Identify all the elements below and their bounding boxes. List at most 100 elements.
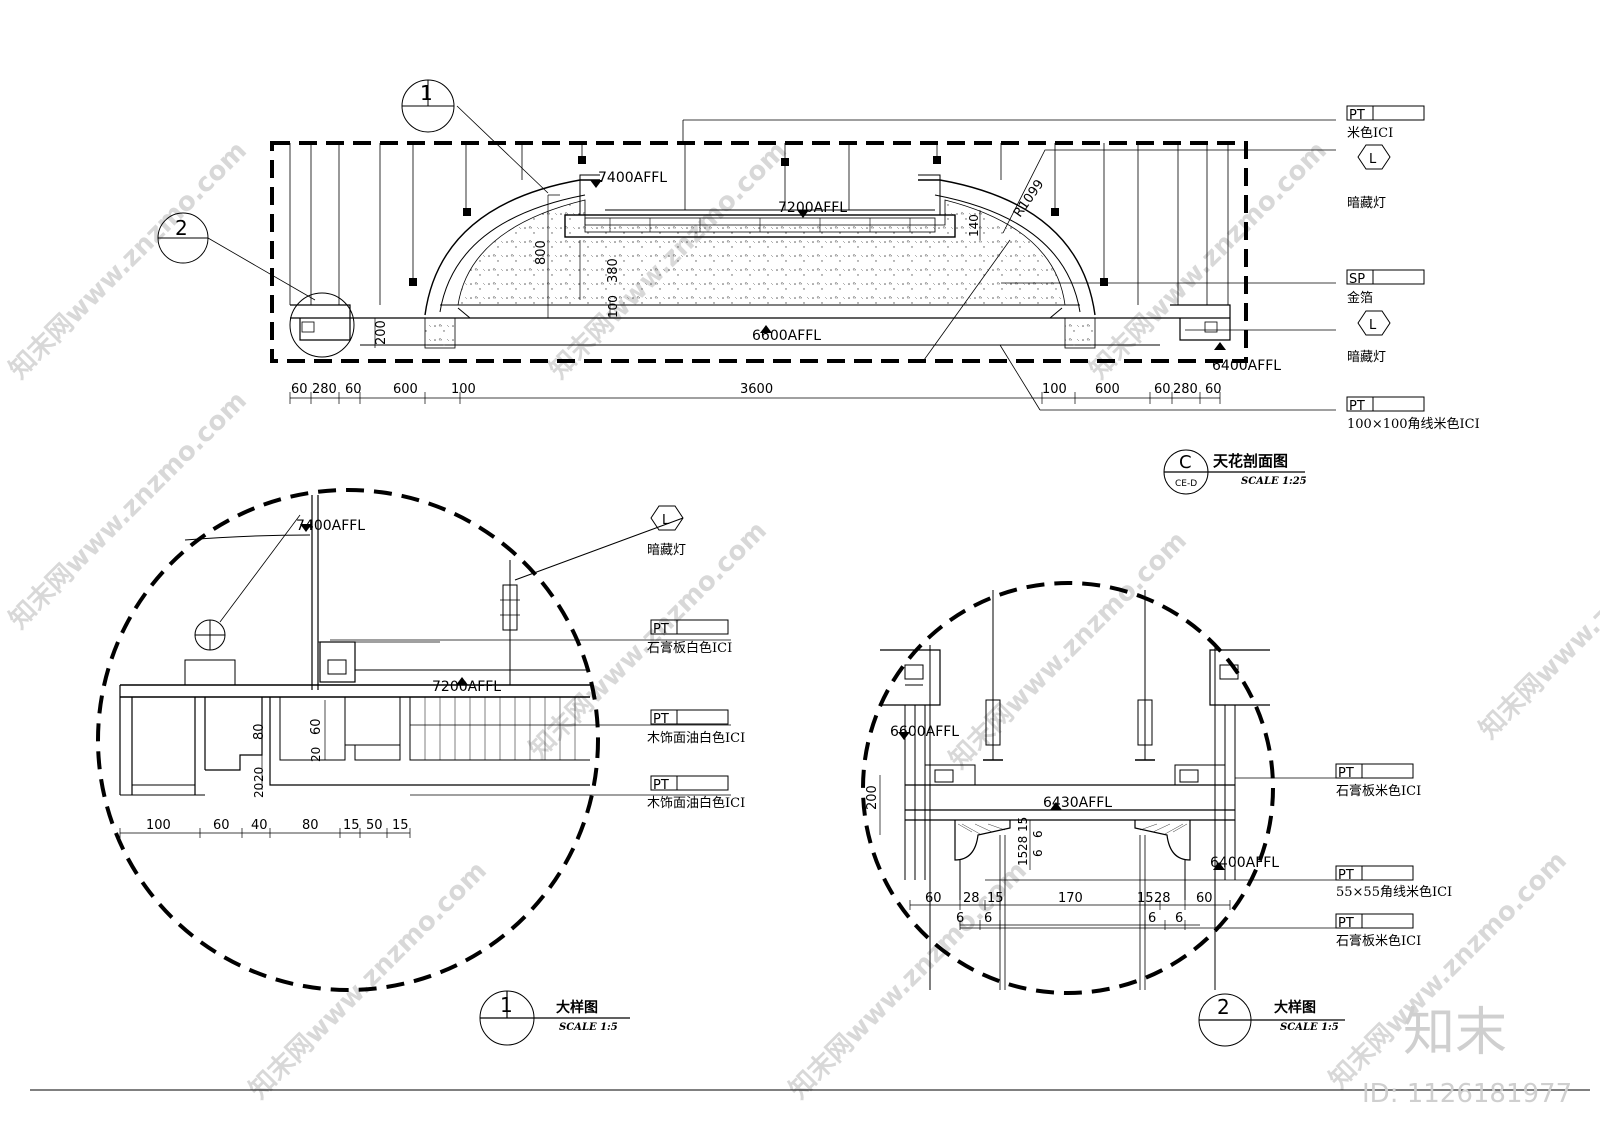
tag-code: L (1369, 152, 1377, 167)
d2-marker: 2 (1217, 995, 1230, 1019)
tag-label: 100×100角线米色ICI (1347, 416, 1480, 432)
section-labels: 7400AFFL 7200AFFL 6600AFFL 6400AFFL R109… (157, 79, 1281, 397)
watermark: 知末网www.znzmo.com (944, 526, 1193, 775)
dim-h: 60 (1205, 382, 1222, 397)
id-text: ID: 1126181977 (1362, 1079, 1572, 1109)
tag-code: PT (653, 778, 669, 793)
d2-dim-h: 170 (1058, 891, 1083, 906)
tag-label: 木饰面油白色ICI (647, 795, 745, 811)
hanger-rods (289, 143, 1229, 305)
d1-dim-60: 60 (309, 718, 324, 735)
dim-380: 380 (606, 258, 621, 283)
d2-dim-6: 6 (1031, 830, 1045, 838)
d2-dim-h2: 6 (956, 911, 964, 926)
detail-1-labels: 7400AFFL 7200AFFL 80 60 20 20 20 100 60 … (146, 505, 745, 1046)
d2-title: 大样图 (1274, 999, 1316, 1016)
section-tags: PT 米色ICI L 暗藏灯 SP 金箔 L 暗藏灯 PT 100×100角线米… (1346, 105, 1480, 432)
tag-code: SP (1349, 272, 1365, 287)
d1-level-7200: 7200AFFL (432, 679, 501, 695)
d2-dim-h2: 6 (1175, 911, 1183, 926)
d1-dim-h: 60 (213, 818, 230, 833)
d2-dim-h2: 6 (984, 911, 992, 926)
dim-h: 100 (451, 382, 476, 397)
tag-code: PT (1338, 766, 1354, 781)
d2-dim-6: 6 (1031, 849, 1045, 857)
dim-200: 200 (374, 320, 389, 345)
detail-2 (861, 581, 1336, 995)
watermark: 知末网www.znzmo.com (4, 136, 253, 385)
d2-level-6400: 6400AFFL (1210, 855, 1279, 871)
d1-dim-h: 40 (251, 818, 268, 833)
d1-dim-20: 20 (252, 767, 266, 782)
d1-marker: 1 (500, 993, 513, 1017)
tag-code: PT (1349, 399, 1365, 414)
radius-label: R1099 (1011, 177, 1047, 220)
level-7400: 7400AFFL (598, 170, 667, 186)
d1-dim-h: 15 (343, 818, 360, 833)
d2-level-6430: 6430AFFL (1043, 795, 1112, 811)
level-6400: 6400AFFL (1212, 358, 1281, 374)
d2-dim-h: 15 (1137, 891, 1154, 906)
d2-dim-h: 60 (925, 891, 942, 906)
dim-100: 100 (606, 295, 620, 318)
section-marker: C (1179, 452, 1192, 473)
tag-label: 暗藏灯 (647, 543, 686, 558)
tag-code: PT (1338, 916, 1354, 931)
d2-dim-15: 15 (1016, 817, 1030, 832)
dim-800: 800 (534, 240, 549, 265)
dim-h: 600 (393, 382, 418, 397)
tag-label: 石膏板白色ICI (647, 640, 732, 656)
tag-code: PT (653, 712, 669, 727)
level-6600: 6600AFFL (752, 328, 821, 344)
dim-h: 60 (291, 382, 308, 397)
d2-scale: SCALE 1:5 (1280, 1022, 1339, 1033)
tag-code: PT (653, 622, 669, 637)
section-title-block: C CE-D 天花剖面图 SCALE 1:25 (1163, 449, 1307, 495)
tag-label: 石膏板米色ICI (1336, 933, 1421, 949)
d1-dim-80: 80 (252, 723, 267, 740)
tag-code: L (662, 513, 670, 528)
ref-2: 2 (175, 216, 188, 240)
tag-label: 暗藏灯 (1347, 350, 1386, 365)
d2-dim-h: 28 (1154, 891, 1171, 906)
tag-label: 米色ICI (1347, 125, 1393, 141)
tag-label: 石膏板米色ICI (1336, 783, 1421, 799)
watermark: 知末网www.znzmo.com (4, 386, 253, 635)
watermark: 知末网www.znzmo.com (1084, 136, 1333, 385)
ceiling-section (207, 105, 1336, 411)
detail-2-labels: 6600AFFL 6430AFFL 6400AFFL 200 15 28 15 … (865, 724, 1452, 1047)
d2-dim-h2: 6 (1148, 911, 1156, 926)
section-boundary (270, 141, 1248, 363)
logo-text: 知末 (1403, 1003, 1507, 1063)
section-title: 天花剖面图 (1213, 452, 1288, 470)
d1-dim-h: 80 (302, 818, 319, 833)
tag-label: 木饰面油白色ICI (647, 730, 745, 746)
d2-dim-15: 15 (1016, 851, 1030, 866)
d1-dim-20: 20 (252, 783, 266, 798)
dim-h: 3600 (740, 382, 773, 397)
tag-label: 55×55角线米色ICI (1336, 884, 1452, 900)
d2-dim-28: 28 (1016, 836, 1030, 851)
section-scale: SCALE 1:25 (1241, 476, 1307, 487)
d2-dim-200: 200 (865, 785, 880, 810)
d2-dim-h: 28 (963, 891, 980, 906)
tag-code: PT (1338, 868, 1354, 883)
ref-1: 1 (420, 81, 433, 105)
tag-code: PT (1349, 108, 1365, 123)
footer: 知末 ID: 1126181977 (30, 1003, 1590, 1109)
dim-h: 60 (1154, 382, 1171, 397)
section-marker-sub: CE-D (1175, 479, 1197, 489)
d1-scale: SCALE 1:5 (559, 1022, 618, 1033)
d1-dim-h: 50 (366, 818, 383, 833)
watermark: 知末网www.znzmo.com (1474, 496, 1600, 745)
d1-title: 大样图 (556, 999, 598, 1016)
d2-dim-h: 60 (1196, 891, 1213, 906)
d2-dim-h: 15 (987, 891, 1004, 906)
dim-h: 600 (1095, 382, 1120, 397)
d2-level-6600: 6600AFFL (890, 724, 959, 740)
d1-dim-h: 15 (392, 818, 409, 833)
dim-h: 280 (1173, 382, 1198, 397)
dim-h: 280 (312, 382, 337, 397)
tag-code: L (1369, 318, 1377, 333)
